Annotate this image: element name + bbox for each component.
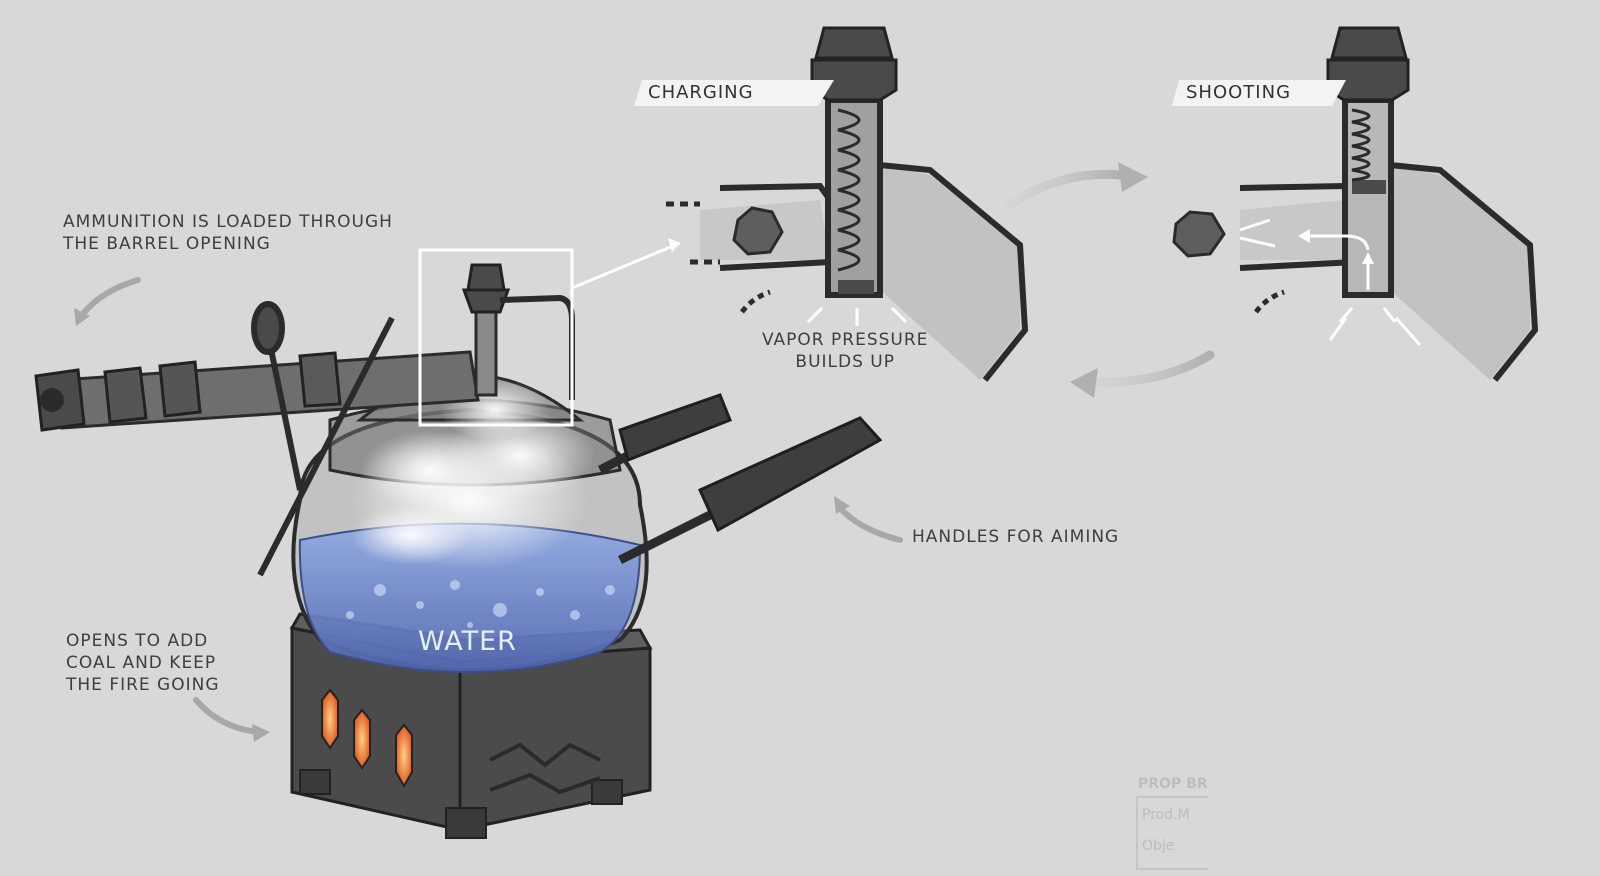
shooting-tag: SHOOTING bbox=[1172, 80, 1346, 106]
fire-window-1 bbox=[321, 688, 339, 750]
detail-highlight-box bbox=[418, 238, 681, 427]
prop-brief-heading: PROP BR bbox=[1138, 776, 1208, 792]
prop-brief-row-1: Prod.M bbox=[1142, 807, 1190, 823]
label-arrow-head-handles bbox=[834, 496, 850, 514]
support-struts bbox=[251, 301, 395, 577]
charging-tag: CHARGING bbox=[634, 80, 834, 106]
handles-label: HANDLES FOR AIMING bbox=[912, 527, 1120, 547]
water-bubbles bbox=[346, 580, 615, 628]
prop-brief-row-2: Obje bbox=[1142, 838, 1175, 854]
aiming-handles bbox=[597, 393, 883, 565]
shooting-diagram bbox=[1172, 26, 1539, 382]
opens-label: OPENS TO ADD COAL AND KEEP THE FIRE GOIN… bbox=[66, 631, 220, 695]
fire-window-3 bbox=[395, 723, 413, 789]
water-label: WATER bbox=[418, 626, 517, 657]
label-arrow-head-opens bbox=[252, 724, 270, 742]
cycle-arrow-head-1 bbox=[1118, 162, 1148, 192]
charging-diagram bbox=[666, 26, 1029, 382]
prop-brief-table bbox=[1136, 796, 1208, 870]
cycle-arrow-head-2 bbox=[1070, 368, 1098, 398]
cycle-arrows bbox=[1005, 169, 1215, 387]
pressure-valve bbox=[461, 263, 575, 400]
steam-cloud bbox=[350, 380, 595, 570]
cannon-barrel bbox=[34, 350, 480, 432]
stove-base bbox=[289, 612, 653, 839]
vapor-label: VAPOR PRESSURE BUILDS UP bbox=[762, 330, 929, 372]
fire-window-2 bbox=[353, 708, 371, 770]
ammo-label: AMMUNITION IS LOADED THROUGH THE BARREL … bbox=[63, 212, 393, 254]
label-arrow-head-ammo bbox=[74, 308, 90, 326]
